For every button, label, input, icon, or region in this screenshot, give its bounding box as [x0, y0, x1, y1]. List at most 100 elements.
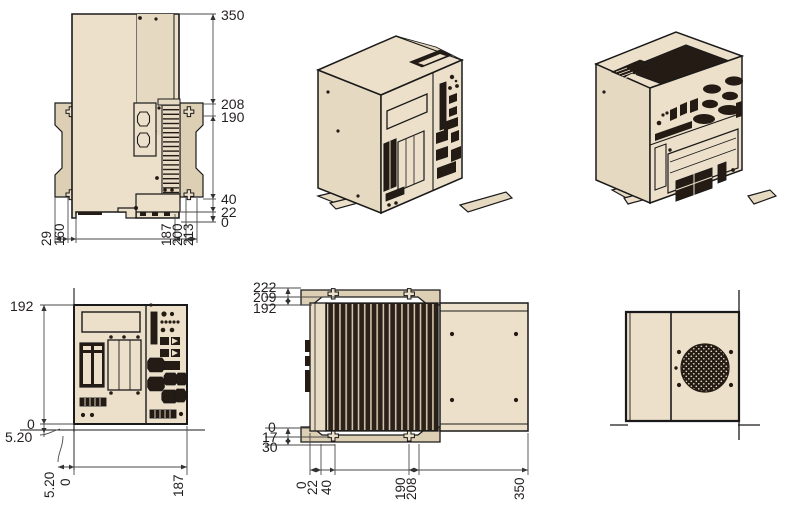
reset-button-icon	[169, 311, 175, 317]
dim-label: 0	[27, 416, 35, 432]
screw-dot	[163, 188, 167, 192]
dim-label: 209	[253, 289, 277, 305]
dim-label: 30	[262, 439, 278, 455]
led-icon	[449, 74, 455, 80]
drive-handle	[94, 346, 102, 384]
drive-latch	[83, 350, 91, 353]
fan-screw-dot	[728, 349, 734, 355]
screw-dot	[80, 412, 86, 418]
dsub-port-icon	[703, 84, 721, 94]
heatsink-top-rail	[157, 98, 181, 106]
screw-dot	[157, 106, 161, 110]
view-iso-front	[316, 35, 514, 215]
top-rear-cover	[439, 302, 529, 432]
dim-label: 222	[253, 279, 277, 295]
iso-dsub-port	[436, 129, 448, 144]
dim-label: 208	[404, 477, 419, 500]
usb-port-icon	[160, 349, 169, 357]
screw-dot	[326, 90, 330, 94]
dim-arrowheads-top-horizontal	[310, 467, 528, 473]
screw-dot	[513, 331, 519, 337]
screw-dot	[109, 335, 113, 339]
com-port-icon	[718, 105, 740, 115]
bracket-screw-hole-icon	[327, 288, 339, 300]
iso-rear-divider	[649, 112, 743, 146]
dim-label: 200	[170, 223, 185, 246]
foot-rear-right	[746, 189, 778, 205]
dim-label: 22	[305, 480, 320, 495]
usb-port-icon	[670, 107, 677, 121]
screw-dot	[133, 205, 139, 211]
screw-dot	[668, 148, 672, 152]
dimension-group-top-upper	[265, 287, 335, 306]
dim-label: 22	[221, 204, 237, 220]
led-icon	[661, 113, 665, 117]
iso-dsub-port	[451, 130, 459, 143]
slot-divider	[669, 148, 737, 174]
dim-label: 40	[221, 191, 237, 207]
power-button-icon	[161, 311, 167, 317]
dsub-port-icon	[725, 76, 743, 86]
heatsink-fins	[163, 105, 179, 201]
drive-latch	[94, 350, 102, 353]
iso-usb-port	[449, 93, 457, 104]
bottom-foot	[140, 212, 146, 216]
com-port-icon	[163, 372, 178, 386]
lan-port-icon	[171, 349, 180, 357]
rear-terminal-strip	[655, 121, 692, 141]
front-io-panel	[147, 303, 188, 419]
dsub-port-icon	[702, 99, 718, 109]
bracket-screw-hole-icon	[183, 106, 195, 118]
iso-dsub-port	[436, 146, 448, 161]
dim-label: 5.20	[5, 429, 32, 445]
iso-power-inlet	[717, 161, 727, 184]
screw-dot	[136, 391, 140, 395]
iso-top-vent-slot	[418, 54, 446, 65]
lan-port-icon	[171, 337, 180, 345]
fan-screw-dot	[676, 382, 682, 388]
dsub-port-icon	[147, 357, 165, 373]
side-port-icon	[736, 101, 742, 118]
iso-lan-port	[444, 117, 458, 131]
iso-dsub-port	[451, 146, 461, 162]
led-icon	[454, 79, 458, 83]
leader-5-20	[39, 428, 61, 436]
screw-dot	[513, 397, 519, 403]
bottom-vent	[78, 212, 102, 215]
top-heatsink-fins	[327, 304, 437, 430]
dim-arrowheads-side-horizontal	[55, 236, 197, 242]
screw-dot	[731, 168, 735, 172]
screw-dot	[449, 397, 455, 403]
dim-label: 190	[393, 477, 408, 500]
fan-grille-icon	[680, 343, 730, 393]
usb-port-icon	[160, 337, 169, 345]
dimension-group-side-horizontal	[54, 197, 198, 243]
fan-screw-dot	[674, 366, 678, 370]
dim-arrowheads-top-lower	[285, 428, 291, 445]
iso-io-cluster	[436, 74, 461, 179]
dsub-connector-icon	[136, 111, 151, 127]
screw-dot	[602, 90, 606, 94]
dsub-port-icon	[147, 376, 165, 392]
front-terminal-block	[79, 397, 107, 407]
screw-dot	[122, 335, 126, 339]
lan-port-icon	[690, 98, 698, 113]
led-icon	[665, 111, 669, 115]
dim-label: 40	[319, 480, 334, 495]
iso-rear-io-cluster	[655, 76, 743, 141]
usb-port-icon	[680, 102, 687, 116]
view-iso-rear	[594, 31, 778, 205]
power-terminal-icon	[149, 409, 177, 419]
dim-label: 29	[39, 231, 54, 246]
drive-handle	[83, 346, 91, 384]
screw-dot	[170, 188, 174, 192]
bottom-foot	[152, 212, 158, 216]
power-terminal-pins	[154, 410, 171, 418]
top-bracket-lower	[300, 426, 441, 443]
screw-dot	[154, 17, 158, 21]
bracket-screw-hole-icon	[183, 189, 195, 201]
parallel-port-icon	[174, 388, 187, 403]
io-connector-plate	[133, 102, 157, 157]
dim-label: 0	[268, 419, 276, 435]
